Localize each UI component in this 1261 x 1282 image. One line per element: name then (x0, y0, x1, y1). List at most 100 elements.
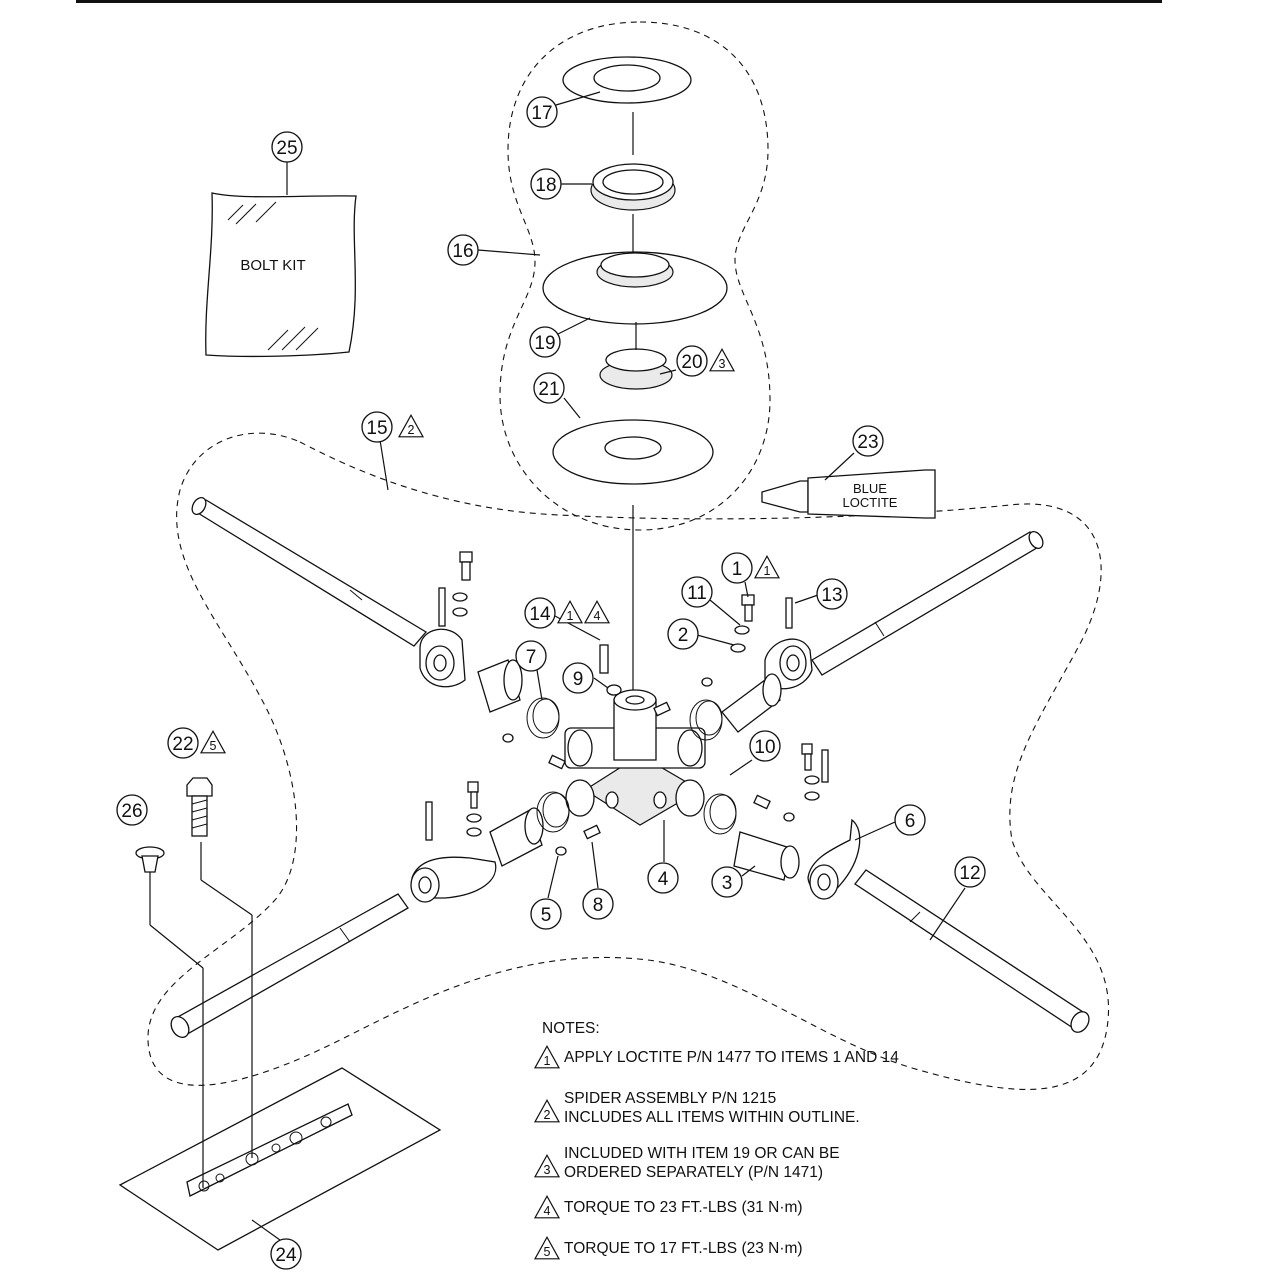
callout-circle (954, 856, 986, 888)
outline-16-hub-assembly (499, 21, 771, 531)
callout-number: 2 (678, 625, 689, 646)
callout-number: 20 (681, 352, 702, 373)
callout-circle (524, 597, 556, 629)
callout-circle (894, 804, 926, 836)
callout-number: 9 (573, 669, 584, 690)
callout-number: 7 (526, 647, 537, 668)
callout-number: 10 (754, 737, 775, 758)
callout-10: 10 (749, 730, 781, 762)
callout-circle (647, 862, 679, 894)
callout-circle (361, 411, 393, 443)
callout-number: 17 (531, 103, 552, 124)
callout-circle (116, 794, 148, 826)
callout-number: 14 (529, 604, 551, 625)
callout-19: 19 (529, 326, 561, 358)
callout-22: 22 (167, 727, 199, 759)
callout-number: 8 (593, 895, 604, 916)
spider-arms (170, 496, 1090, 1038)
note-flag-number: 1 (544, 1054, 551, 1068)
note-flag-number: 4 (544, 1204, 551, 1218)
loctite-label-line2: LOCTITE (843, 495, 898, 510)
note-flag-number: 2 (408, 423, 415, 437)
notes-heading: NOTES: (542, 1020, 600, 1037)
callout-number: 18 (535, 175, 556, 196)
note-flag-2: 2 (533, 1098, 561, 1123)
note-item-5: 5 TORQUE TO 17 FT.-LBS (23 N·m) (533, 1235, 803, 1260)
note-flag-triangle (556, 599, 584, 624)
callout-number: 19 (534, 333, 555, 354)
note-flag-5: 5 (533, 1235, 561, 1260)
callout-circle (270, 1238, 302, 1270)
callout-number: 6 (905, 811, 916, 832)
callout-23: 23 (852, 425, 884, 457)
note-flag-triangle (397, 413, 425, 438)
callout-20: 20 (676, 345, 708, 377)
callout-22-flag-5: 5 (199, 729, 227, 754)
callout-4: 4 (647, 862, 679, 894)
note-line: SPIDER ASSEMBLY P/N 1215 (564, 1090, 776, 1107)
callout-11: 11 (681, 576, 713, 608)
note-flag-triangle (533, 1044, 561, 1069)
callout-number: 5 (541, 905, 552, 926)
note-item-4: 4 TORQUE TO 23 FT.-LBS (31 N·m) (533, 1194, 803, 1219)
callout-number: 4 (658, 869, 669, 890)
callout-number: 3 (722, 873, 733, 894)
note-flag-number: 3 (544, 1163, 551, 1177)
note-flag-number: 4 (594, 609, 601, 623)
callout-number: 16 (452, 241, 473, 262)
loctite-label-line1: BLUE (853, 481, 887, 496)
callout-circle (852, 425, 884, 457)
callout-18: 18 (530, 168, 562, 200)
callout-25: 25 (271, 131, 303, 163)
note-flag-number: 5 (544, 1245, 551, 1259)
callout-21: 21 (533, 372, 565, 404)
callout-number: 23 (857, 432, 878, 453)
callout-circle (530, 898, 562, 930)
callout-14: 14 (524, 597, 556, 629)
callout-number: 12 (959, 863, 980, 884)
callout-circle (721, 552, 753, 584)
note-flag-number: 1 (567, 609, 574, 623)
callout-9: 9 (562, 662, 594, 694)
callout-circle (676, 345, 708, 377)
note-flag-triangle (533, 1098, 561, 1123)
callout-circle (749, 730, 781, 762)
note-flag-4: 4 (533, 1194, 561, 1219)
callout-circle (515, 640, 547, 672)
note-flag-number: 5 (210, 739, 217, 753)
center-hub (564, 689, 706, 826)
bolt-kit-bag: BOLT KIT (205, 192, 357, 358)
callout-circle (711, 866, 743, 898)
callout-1-flag-1: 1 (753, 554, 781, 579)
callout-13: 13 (816, 578, 848, 610)
callout-5: 5 (530, 898, 562, 930)
note-item-1: 1 APPLY LOCTITE P/N 1477 TO ITEMS 1 AND 1… (533, 1044, 899, 1069)
callout-circle (562, 662, 594, 694)
hub-stack-parts (542, 56, 728, 710)
callout-circle (533, 372, 565, 404)
notes-block: NOTES: 1 APPLY LOCTITE P/N 1477 TO ITEMS … (533, 1020, 899, 1260)
callout-17: 17 (526, 96, 558, 128)
callout-circle (667, 618, 699, 650)
note-line: APPLY LOCTITE P/N 1477 TO ITEMS 1 AND 14 (564, 1049, 899, 1066)
note-flag-1: 1 (533, 1044, 561, 1069)
loctite-tube: BLUE LOCTITE (761, 469, 936, 519)
callout-number: 24 (275, 1245, 297, 1266)
callout-circle (816, 578, 848, 610)
callout-circle (582, 888, 614, 920)
callout-number: 15 (366, 418, 387, 439)
blade-bolt-and-plug (135, 777, 213, 873)
callout-7: 7 (515, 640, 547, 672)
callout-circle (529, 326, 561, 358)
callout-number: 13 (821, 585, 842, 606)
callout-circle (447, 234, 479, 266)
callout-number: 26 (121, 801, 142, 822)
callout-number: 21 (538, 379, 559, 400)
callout-number: 22 (172, 734, 193, 755)
note-line: TORQUE TO 23 FT.-LBS (31 N·m) (564, 1199, 803, 1216)
note-line: TORQUE TO 17 FT.-LBS (23 N·m) (564, 1240, 803, 1257)
callout-3: 3 (711, 866, 743, 898)
